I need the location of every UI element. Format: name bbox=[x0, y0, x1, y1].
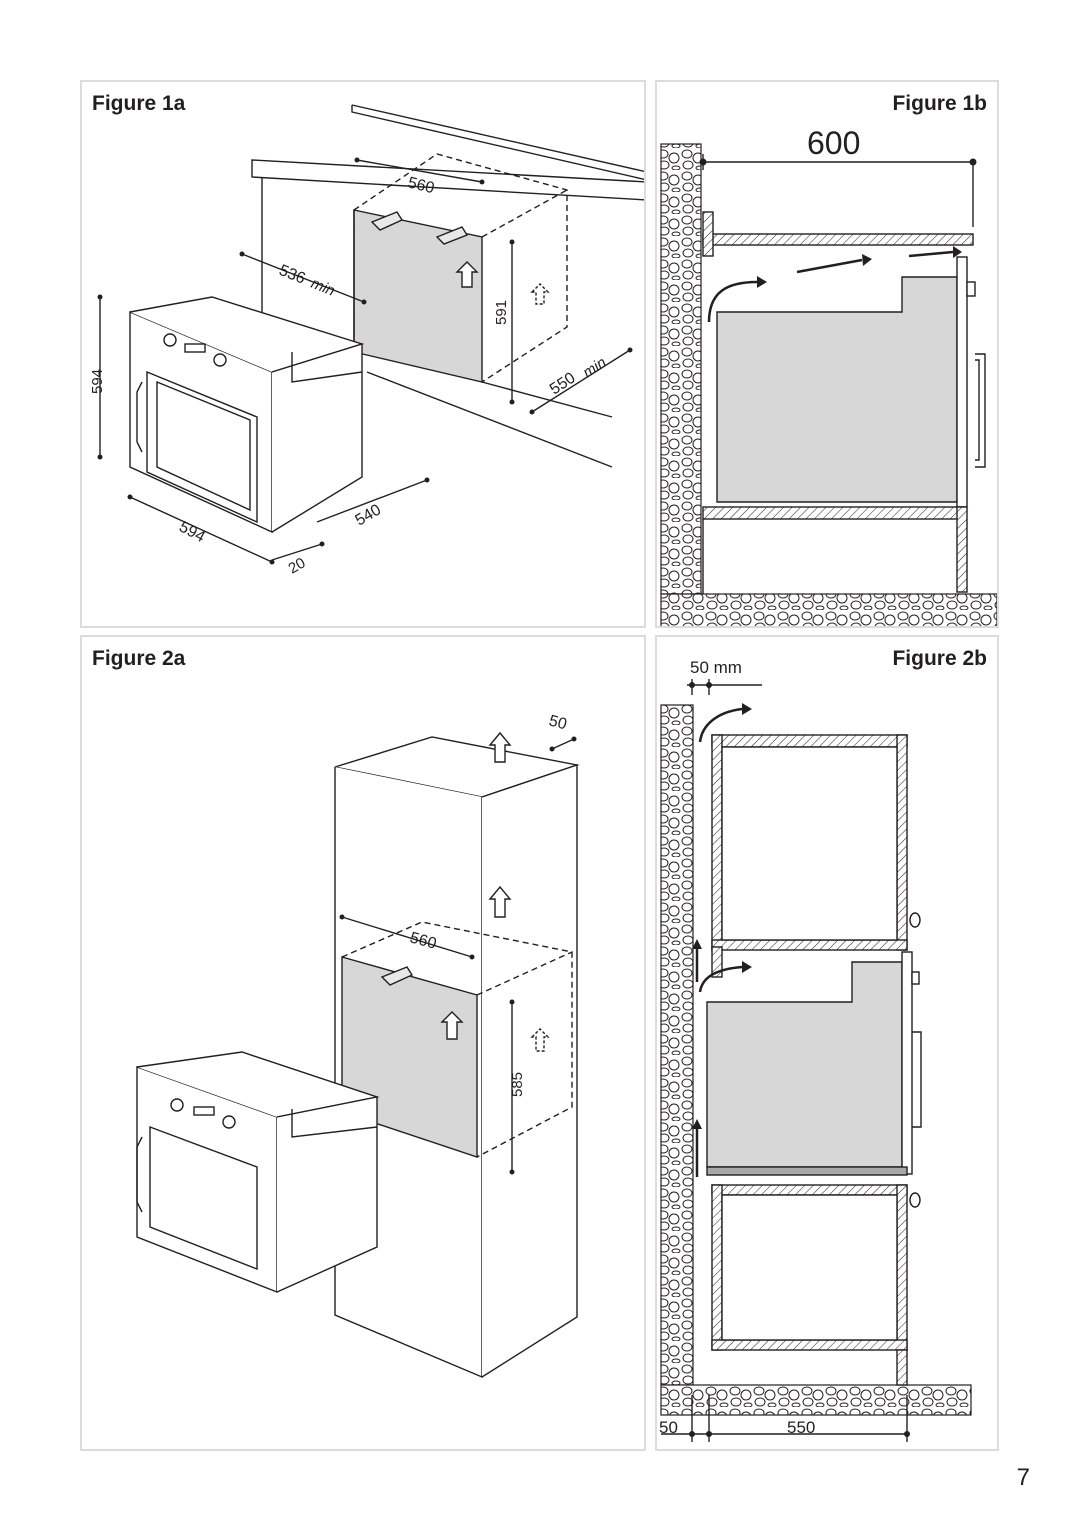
figure-2a-title: Figure 2a bbox=[92, 647, 186, 670]
dim-594-height: 594 bbox=[89, 369, 106, 394]
figure-1b-panel: Figure 1b bbox=[655, 80, 999, 628]
dim-536-min: min bbox=[309, 275, 338, 300]
dim-600: 600 bbox=[807, 125, 860, 161]
dim-20: 20 bbox=[286, 554, 309, 577]
figure-1a-panel: Figure 1a bbox=[80, 80, 646, 628]
dim-540: 540 bbox=[353, 501, 385, 529]
figure-2a-panel: Figure 2a bbox=[80, 635, 646, 1451]
dim-550-min: min bbox=[580, 354, 610, 381]
figure-1a-drawing: 560 536 min 591 594 550 min 540 594 20 bbox=[89, 104, 644, 577]
dim-2a-585: 585 bbox=[509, 1072, 526, 1097]
figure-1b-drawing: 600 bbox=[660, 125, 997, 626]
figure-1a-title: Figure 1a bbox=[92, 92, 186, 115]
figure-2b-drawing: 50 mm 50 550 bbox=[659, 658, 972, 1442]
dim-2a-50: 50 bbox=[547, 712, 569, 733]
dim-591: 591 bbox=[493, 300, 510, 325]
dim-2b-50: 50 bbox=[659, 1418, 678, 1437]
dim-560: 560 bbox=[406, 174, 436, 197]
dim-2a-560: 560 bbox=[408, 929, 438, 952]
dim-550: 550 bbox=[547, 370, 579, 399]
figure-2b-title: Figure 2b bbox=[892, 647, 987, 670]
page-number: 7 bbox=[1016, 1464, 1030, 1491]
dim-2b-50mm: 50 mm bbox=[690, 658, 742, 677]
dim-536: 536 bbox=[277, 262, 308, 288]
dim-594-width: 594 bbox=[176, 519, 208, 547]
dim-2b-550: 550 bbox=[787, 1418, 815, 1437]
figure-1b-title: Figure 1b bbox=[892, 92, 987, 115]
figure-2a-drawing: 50 560 585 bbox=[136, 712, 580, 1379]
figure-2b-panel: Figure 2b bbox=[655, 635, 999, 1451]
